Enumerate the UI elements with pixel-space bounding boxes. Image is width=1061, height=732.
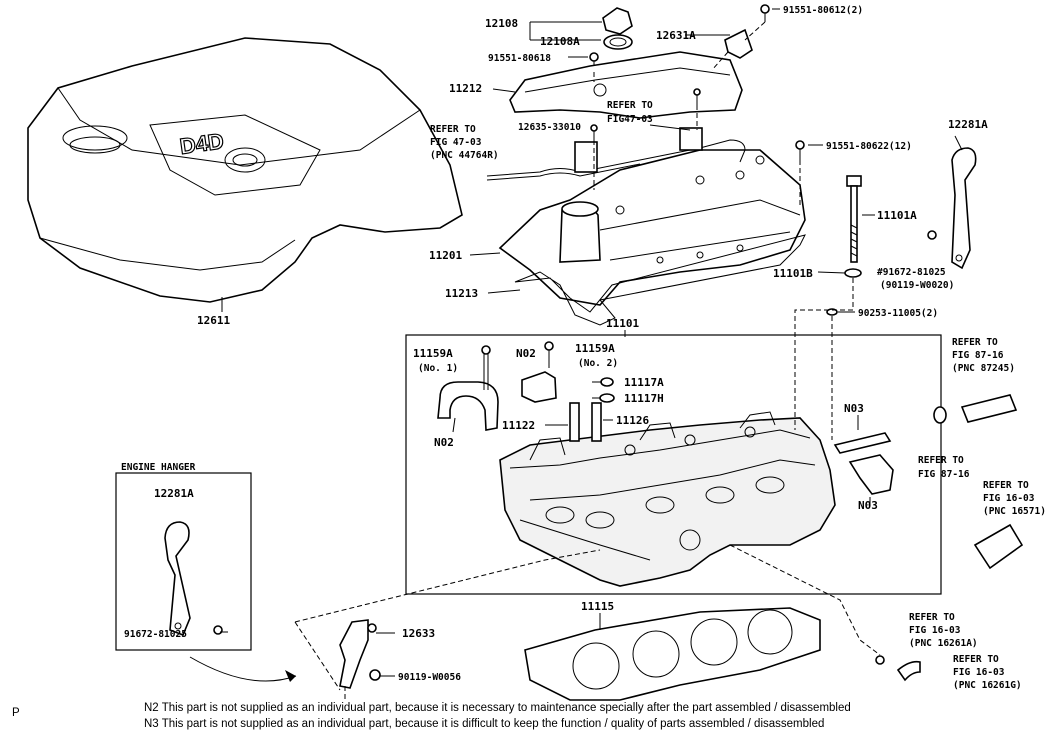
leader-lines <box>220 8 963 677</box>
label-refer-16-3b: FIG 16-03 <box>953 667 1005 678</box>
label-refer-fig47-b2: FIG 47-03 <box>430 137 482 148</box>
label-n03-b: N03 <box>858 499 878 512</box>
label-n02-a: N02 <box>516 347 536 360</box>
label-11122: 11122 <box>502 419 535 432</box>
label-refer-16-1c: (PNC 16571) <box>983 506 1046 517</box>
engine-cover-12611: D4D <box>27 37 463 312</box>
insulator-11212 <box>509 28 753 119</box>
label-12633: 12633 <box>402 627 435 640</box>
label-12281A-box: 12281A <box>154 487 194 500</box>
label-refer-fig47-a1: REFER TO <box>607 100 653 111</box>
label-11159A-2: 11159A <box>575 342 615 355</box>
label-11101: 11101 <box>606 317 639 330</box>
hoses-16261 <box>875 655 921 682</box>
engine-hanger-12281A <box>164 521 223 637</box>
label-91672-81025-box: 91672-81025 <box>124 629 187 640</box>
label-refer-16-2a: REFER TO <box>909 612 955 623</box>
label-refer-87-1b: FIG 87-16 <box>952 350 1004 361</box>
label-90119-W0020: (90119-W0020) <box>880 280 954 291</box>
label-11159A-1: 11159A <box>413 347 453 360</box>
engine-hanger-box <box>115 472 252 651</box>
label-91551-80622: 91551-80622(12) <box>826 141 912 152</box>
pipes-n03 <box>833 432 894 495</box>
label-11213: 11213 <box>445 287 478 300</box>
label-refer-fig47-b3: (PNC 44764R) <box>430 150 499 161</box>
label-11212: 11212 <box>449 82 482 95</box>
hose-87245 <box>933 394 1018 424</box>
label-refer-fig47-a2: FIG47-03 <box>607 114 653 125</box>
head-bolt-11101A <box>826 175 862 316</box>
note-n2: N2 This part is not supplied as an indiv… <box>144 702 851 714</box>
label-engine-hanger: ENGINE HANGER <box>121 462 196 473</box>
plugs-11117 <box>599 377 615 403</box>
engine-hanger-12281A-top <box>927 147 977 270</box>
label-refer-87-1a: REFER TO <box>952 337 998 348</box>
bearing-cap-n02-right <box>521 371 557 403</box>
dashed-leaders <box>294 21 881 700</box>
hose-16571 <box>973 523 1024 570</box>
note-n3: N3 This part is not supplied as an indiv… <box>144 718 824 730</box>
bolts-11159A <box>481 341 554 390</box>
label-11101B: 11101B <box>773 267 813 280</box>
label-refer-16-3a: REFER TO <box>953 654 999 665</box>
label-91551-80618: 91551-80618 <box>488 53 551 64</box>
label-no1: (No. 1) <box>418 363 458 374</box>
bolts <box>590 4 805 160</box>
label-11117H: 11117H <box>624 392 664 405</box>
breather-pipe <box>486 127 746 181</box>
label-91672-81025-top: #91672-81025 <box>877 267 946 278</box>
label-11201: 11201 <box>429 249 462 262</box>
label-refer-16-2b: FIG 16-03 <box>909 625 961 636</box>
label-refer-16-2c: (PNC 16261A) <box>909 638 978 649</box>
label-12108: 12108 <box>485 17 518 30</box>
label-11115: 11115 <box>581 600 614 613</box>
head-gasket-11115 <box>524 607 821 701</box>
label-12635-33010: 12635-33010 <box>518 122 581 133</box>
label-refer-16-1b: FIG 16-03 <box>983 493 1035 504</box>
label-91551-80612: 91551-80612(2) <box>783 5 863 16</box>
label-refer-16-1a: REFER TO <box>983 480 1029 491</box>
label-90253-11005: 90253-11005(2) <box>858 308 938 319</box>
bracket-12633 <box>339 619 381 689</box>
label-11117A: 11117A <box>624 376 664 389</box>
install-arrow <box>189 656 297 682</box>
label-12108A: 12108A <box>540 35 580 48</box>
gasket-11213 <box>514 234 806 326</box>
label-refer-87-1c: (PNC 87245) <box>952 363 1015 374</box>
label-n02-b: N02 <box>434 436 454 449</box>
label-n03-a: N03 <box>844 402 864 415</box>
cylinder-head-box <box>405 334 942 595</box>
cylinder-head-11101 <box>499 411 836 587</box>
label-refer-87-2b: FIG 87-16 <box>918 469 970 480</box>
label-90119-W0056: 90119-W0056 <box>398 672 461 683</box>
p-mark: P <box>12 707 20 719</box>
label-refer-16-3c: (PNC 16261G) <box>953 680 1022 691</box>
label-12631A: 12631A <box>656 29 696 42</box>
bearing-cap-n02-left <box>437 381 499 431</box>
label-12611: 12611 <box>197 314 230 327</box>
label-11101A: 11101A <box>877 209 917 222</box>
label-refer-fig47-b1: REFER TO <box>430 124 476 135</box>
label-12281A-top: 12281A <box>948 118 988 131</box>
guides-11122-11126 <box>569 402 602 442</box>
label-11126: 11126 <box>616 414 649 427</box>
cylinder-head-cover-11201 <box>498 149 806 306</box>
label-refer-87-2a: REFER TO <box>918 455 964 466</box>
label-no2: (No. 2) <box>578 358 618 369</box>
